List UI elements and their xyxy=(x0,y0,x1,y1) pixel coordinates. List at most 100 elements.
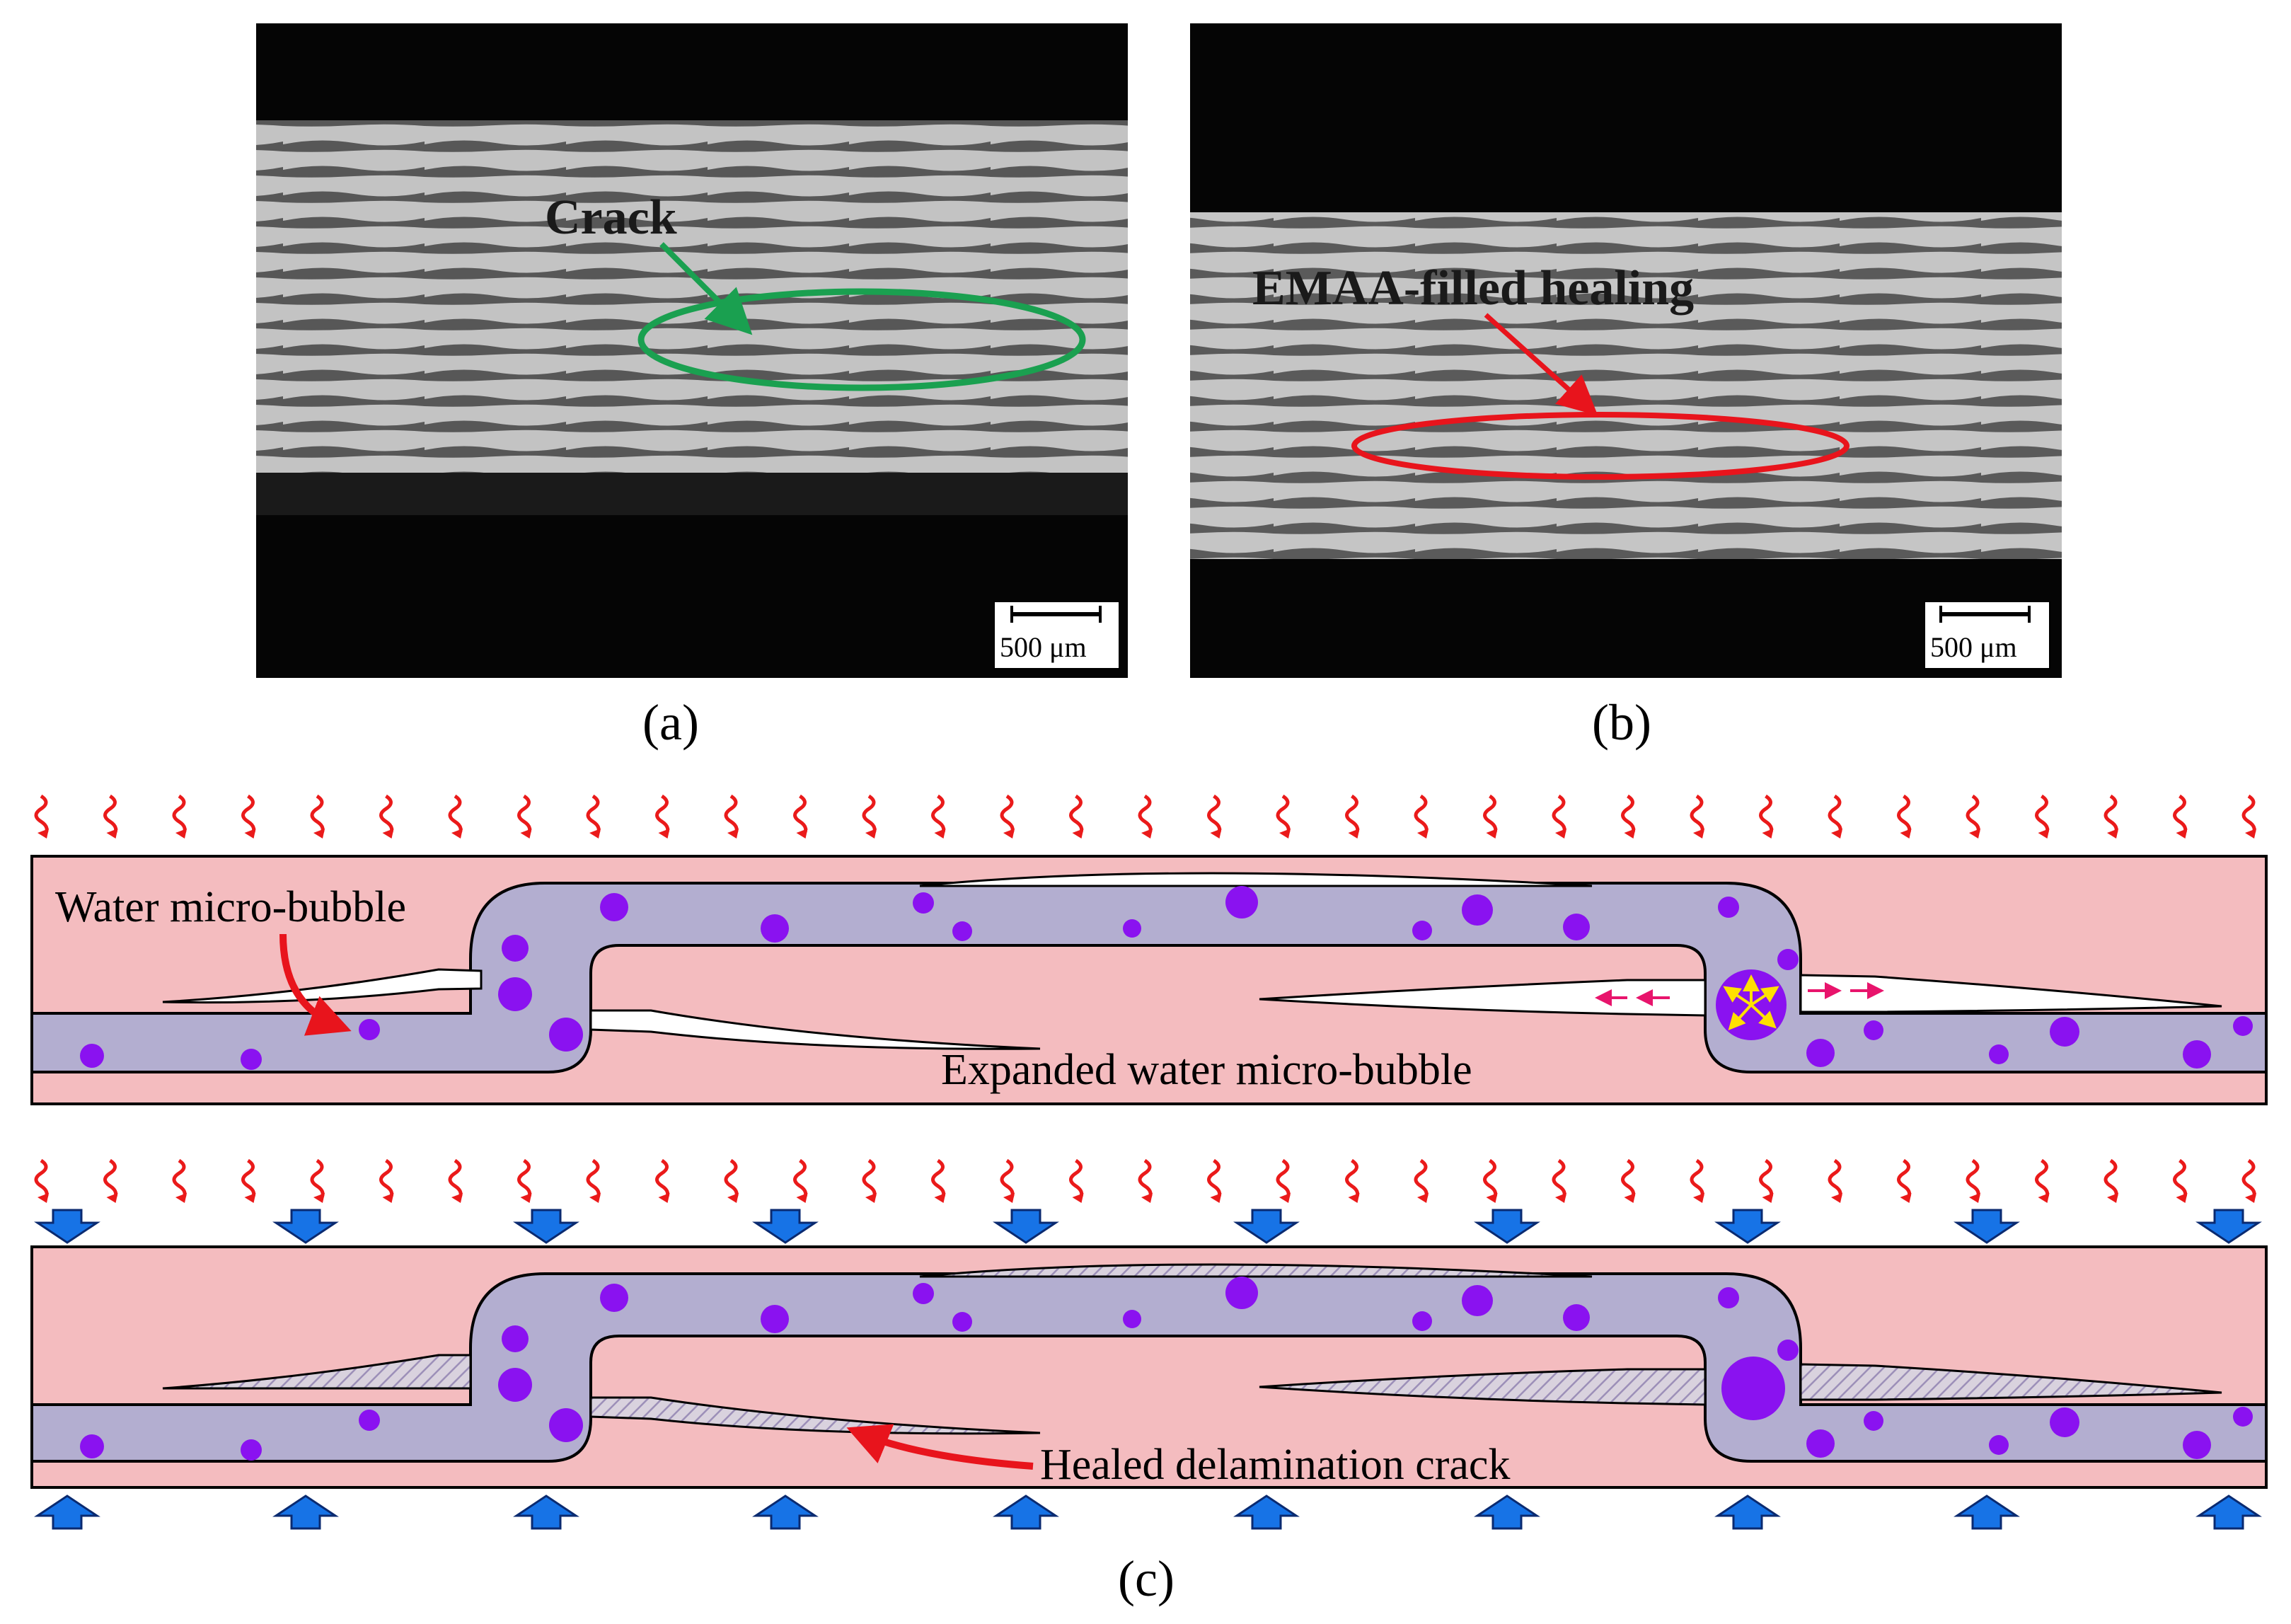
water-micro-bubble xyxy=(80,1434,104,1458)
heat-wave-icon xyxy=(724,1158,739,1202)
water-micro-bubble xyxy=(1563,914,1590,940)
heat-wave-tip xyxy=(37,829,49,839)
water-micro-bubble xyxy=(359,1019,380,1040)
crack-healed-left xyxy=(162,1354,472,1390)
water-micro-bubble xyxy=(1989,1435,2009,1455)
heat-wave-tip xyxy=(1969,829,1980,839)
heat-wave-tip xyxy=(1486,1193,1498,1203)
heat-wave-icon xyxy=(34,1158,49,1202)
heat-wave-tip xyxy=(1555,829,1566,839)
panel-a: Crack 500 μm (a) xyxy=(256,23,1128,751)
heat-wave-tip xyxy=(658,829,670,839)
water-micro-bubble xyxy=(498,977,532,1011)
heat-wave-icon xyxy=(1621,1158,1636,1202)
water-micro-bubble xyxy=(2183,1040,2211,1069)
water-micro-bubble xyxy=(2050,1407,2079,1437)
heat-wave-icon xyxy=(1000,1158,1015,1202)
pressure-arrow-up-icon xyxy=(752,1495,819,1530)
pressure-arrow-up-icon xyxy=(1474,1495,1540,1530)
heat-wave-tip xyxy=(1348,829,1360,839)
pressure-arrow-up-icon xyxy=(2195,1495,2262,1530)
heat-wave-tip xyxy=(451,1193,463,1203)
water-micro-bubble xyxy=(1989,1044,2009,1064)
heat-wave-tip xyxy=(934,1193,946,1203)
heat-wave-tip xyxy=(313,829,325,839)
heat-wave-tip xyxy=(1762,829,1774,839)
water-micro-bubble xyxy=(1225,1277,1258,1309)
heat-wave-tip xyxy=(727,1193,739,1203)
heat-wave-tip xyxy=(2107,829,2118,839)
pressure-arrow-up-icon xyxy=(272,1495,339,1530)
heat-wave-tip xyxy=(1003,829,1015,839)
heat-wave-icon xyxy=(1759,1158,1774,1202)
heat-wave-icon xyxy=(2173,1158,2188,1202)
heat-wave-icon xyxy=(1276,1158,1291,1202)
heat-wave-tip xyxy=(589,829,601,839)
healed-crack-arrow xyxy=(846,1424,1034,1470)
water-micro-bubble xyxy=(359,1410,380,1431)
water-micro-bubble xyxy=(1864,1411,1883,1431)
crack-ellipse xyxy=(637,288,1086,391)
water-bubble-arrow xyxy=(279,933,352,1036)
water-micro-bubble xyxy=(600,893,628,921)
heat-wave-icon xyxy=(1828,1158,1842,1202)
panel-c-bottom: Healed delamination crack (c) xyxy=(30,1158,2268,1607)
heat-wave-icon xyxy=(1000,794,1015,837)
heat-wave-icon xyxy=(1207,1158,1222,1202)
heat-wave-icon xyxy=(586,794,601,837)
heat-wave-tip xyxy=(1831,1193,1842,1203)
heat-wave-tip xyxy=(1417,1193,1429,1203)
water-micro-bubble xyxy=(549,1018,583,1052)
heat-wave-icon xyxy=(931,794,946,837)
water-micro-bubble xyxy=(498,1368,532,1402)
water-micro-bubble xyxy=(1225,886,1258,918)
caption-c: (c) xyxy=(1118,1550,1175,1607)
heat-wave-icon xyxy=(34,794,49,837)
caption-a: (a) xyxy=(642,694,699,751)
heat-wave-tip xyxy=(1969,1193,1980,1203)
pressure-arrow-up-icon xyxy=(1714,1495,1781,1530)
heat-wave-tip xyxy=(1831,829,1842,839)
pressure-arrow-down-icon xyxy=(1233,1209,1300,1244)
heat-waves-bottom xyxy=(34,1158,2256,1203)
pressure-arrow-up-icon xyxy=(1954,1495,2020,1530)
heat-waves-top xyxy=(34,794,2256,839)
heat-wave-icon xyxy=(310,1158,325,1202)
heat-wave-tip xyxy=(175,1193,187,1203)
heat-wave-icon xyxy=(517,794,532,837)
heat-wave-icon xyxy=(379,794,394,837)
water-micro-bubble xyxy=(2183,1431,2211,1459)
water-micro-bubble xyxy=(502,1325,529,1352)
heat-wave-tip xyxy=(2176,1193,2188,1203)
heat-wave-icon xyxy=(172,794,187,837)
water-micro-bubble xyxy=(952,921,972,941)
water-micro-bubble xyxy=(1563,1304,1590,1331)
expansion-arrows xyxy=(1723,974,1779,1030)
heat-wave-tip xyxy=(1486,829,1498,839)
healing-label: EMAA-filled healing xyxy=(1252,261,1694,316)
heat-wave-tip xyxy=(2107,1193,2118,1203)
pressure-arrows-top xyxy=(34,1209,2262,1244)
heat-wave-tip xyxy=(106,1193,118,1203)
water-micro-bubble xyxy=(761,914,789,943)
heat-wave-icon xyxy=(1345,1158,1360,1202)
heat-wave-icon xyxy=(1138,794,1153,837)
heat-wave-tip xyxy=(2038,1193,2050,1203)
heat-wave-icon xyxy=(1069,1158,1084,1202)
heat-wave-tip xyxy=(589,1193,601,1203)
heat-wave-tip xyxy=(1900,829,1912,839)
heat-wave-icon xyxy=(2035,1158,2050,1202)
heat-wave-tip xyxy=(1900,1193,1912,1203)
label-healed-crack: Healed delamination crack xyxy=(1040,1441,1510,1489)
heat-wave-icon xyxy=(586,1158,601,1202)
heat-wave-icon xyxy=(655,794,670,837)
heat-wave-tip xyxy=(1210,829,1222,839)
heat-wave-tip xyxy=(106,829,118,839)
crack-open-right-outer xyxy=(1799,974,2222,1013)
crack-label: Crack xyxy=(545,190,677,245)
crack-open-upper xyxy=(919,872,1593,887)
heat-wave-tip xyxy=(1762,1193,1774,1203)
heat-wave-icon xyxy=(241,1158,256,1202)
water-micro-bubble xyxy=(80,1044,104,1068)
heat-wave-tip xyxy=(1624,829,1636,839)
